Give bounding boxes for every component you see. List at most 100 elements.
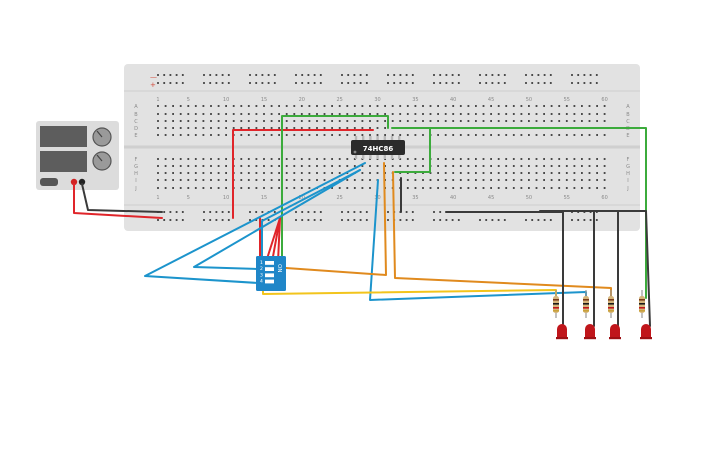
breadboard-hole[interactable] (528, 172, 530, 174)
breadboard-hole[interactable] (255, 120, 258, 122)
breadboard-hole[interactable] (210, 187, 212, 189)
breadboard-hole[interactable] (313, 74, 316, 76)
breadboard-hole[interactable] (225, 172, 227, 174)
breadboard-hole[interactable] (187, 105, 190, 107)
breadboard-hole[interactable] (293, 187, 296, 189)
ic-chip[interactable]: 74HC86 (351, 136, 405, 159)
breadboard-hole[interactable] (249, 219, 251, 221)
breadboard-hole[interactable] (300, 179, 303, 181)
breadboard-hole[interactable] (307, 74, 310, 76)
breadboard-hole[interactable] (247, 120, 250, 122)
breadboard-hole[interactable] (194, 158, 197, 160)
breadboard-hole[interactable] (278, 113, 280, 115)
breadboard-hole[interactable] (247, 187, 250, 189)
breadboard-hole[interactable] (512, 158, 515, 160)
breadboard-hole[interactable] (595, 82, 598, 84)
breadboard-hole[interactable] (300, 105, 303, 107)
breadboard-hole[interactable] (467, 105, 470, 107)
breadboard-hole[interactable] (316, 158, 318, 160)
breadboard-hole[interactable] (406, 187, 409, 189)
breadboard-hole[interactable] (278, 187, 280, 189)
breadboard-hole[interactable] (485, 82, 488, 84)
breadboard-hole[interactable] (316, 105, 318, 107)
breadboard-hole[interactable] (588, 165, 591, 167)
breadboard-hole[interactable] (301, 74, 304, 76)
breadboard-hole[interactable] (347, 219, 350, 221)
breadboard-hole[interactable] (346, 127, 349, 129)
breadboard-hole[interactable] (520, 187, 523, 189)
breadboard-hole[interactable] (240, 179, 243, 181)
breadboard-hole[interactable] (361, 187, 364, 189)
breadboard-hole[interactable] (497, 158, 500, 160)
breadboard-hole[interactable] (452, 158, 455, 160)
breadboard-hole[interactable] (263, 187, 265, 189)
breadboard-hole[interactable] (429, 105, 432, 107)
breadboard-hole[interactable] (227, 74, 230, 76)
breadboard-hole[interactable] (316, 120, 318, 122)
breadboard-hole[interactable] (550, 179, 553, 181)
breadboard-hole[interactable] (164, 127, 167, 129)
breadboard-hole[interactable] (255, 127, 258, 129)
breadboard-hole[interactable] (558, 113, 561, 115)
breadboard-hole[interactable] (172, 179, 174, 181)
breadboard-hole[interactable] (399, 113, 402, 115)
breadboard-hole[interactable] (255, 165, 258, 167)
breadboard-hole[interactable] (361, 179, 364, 181)
breadboard-hole[interactable] (164, 134, 167, 136)
breadboard-hole[interactable] (391, 120, 394, 122)
breadboard-hole[interactable] (215, 82, 218, 84)
breadboard-hole[interactable] (261, 82, 264, 84)
breadboard-hole[interactable] (267, 82, 270, 84)
breadboard-hole[interactable] (452, 134, 455, 136)
breadboard-hole[interactable] (583, 82, 586, 84)
breadboard-hole[interactable] (341, 82, 343, 84)
breadboard-hole[interactable] (467, 120, 470, 122)
breadboard-hole[interactable] (293, 120, 296, 122)
breadboard-hole[interactable] (467, 158, 470, 160)
breadboard-hole[interactable] (338, 187, 341, 189)
breadboard-hole[interactable] (573, 134, 576, 136)
breadboard-hole[interactable] (406, 120, 409, 122)
breadboard-hole[interactable] (369, 179, 371, 181)
breadboard-hole[interactable] (308, 105, 311, 107)
breadboard-hole[interactable] (187, 127, 190, 129)
breadboard-hole[interactable] (285, 187, 288, 189)
breadboard-hole[interactable] (194, 127, 197, 129)
breadboard-hole[interactable] (467, 187, 470, 189)
breadboard-hole[interactable] (172, 165, 174, 167)
breadboard-hole[interactable] (225, 120, 227, 122)
breadboard-hole[interactable] (316, 113, 318, 115)
dip-switch-toggle[interactable] (265, 267, 274, 271)
breadboard-hole[interactable] (490, 134, 492, 136)
breadboard-hole[interactable] (505, 165, 508, 167)
breadboard-hole[interactable] (475, 179, 477, 181)
breadboard-hole[interactable] (399, 120, 402, 122)
breadboard-hole[interactable] (558, 179, 561, 181)
breadboard-hole[interactable] (497, 74, 500, 76)
breadboard-hole[interactable] (497, 105, 500, 107)
breadboard-hole[interactable] (217, 172, 220, 174)
breadboard-hole[interactable] (247, 165, 250, 167)
breadboard-hole[interactable] (323, 179, 326, 181)
breadboard-hole[interactable] (384, 127, 386, 129)
led[interactable] (610, 324, 620, 338)
breadboard-hole[interactable] (164, 187, 167, 189)
breadboard-hole[interactable] (479, 219, 481, 221)
breadboard-hole[interactable] (369, 134, 371, 136)
breadboard-hole[interactable] (376, 134, 379, 136)
breadboard-hole[interactable] (384, 113, 386, 115)
wire-green-output-4[interactable] (391, 127, 647, 299)
breadboard-hole[interactable] (550, 158, 553, 160)
breadboard-hole[interactable] (187, 120, 190, 122)
breadboard-hole[interactable] (270, 120, 273, 122)
breadboard-hole[interactable] (215, 74, 218, 76)
breadboard-hole[interactable] (520, 105, 523, 107)
breadboard-hole[interactable] (316, 134, 318, 136)
breadboard-hole[interactable] (497, 219, 500, 221)
breadboard-hole[interactable] (210, 127, 212, 129)
breadboard-hole[interactable] (338, 158, 341, 160)
breadboard-hole[interactable] (359, 219, 362, 221)
breadboard-hole[interactable] (273, 82, 276, 84)
breadboard-hole[interactable] (361, 134, 364, 136)
breadboard-hole[interactable] (475, 158, 477, 160)
